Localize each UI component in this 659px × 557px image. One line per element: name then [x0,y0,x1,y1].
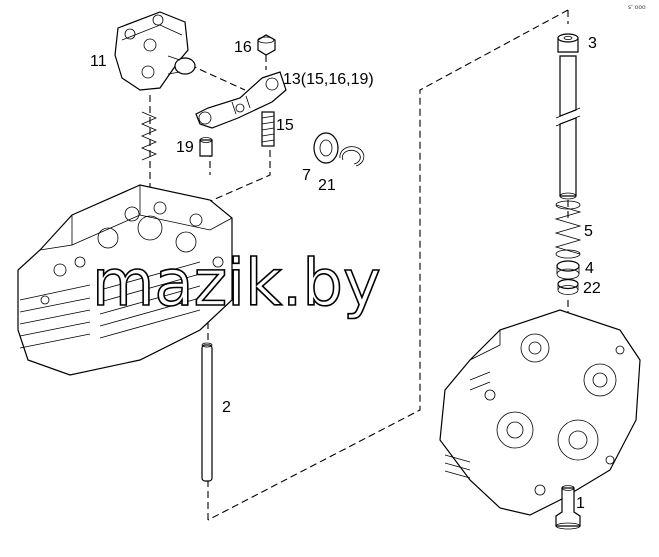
label-11: 11 [90,53,107,70]
part-7-washer [313,132,339,164]
label-21: 21 [318,177,336,194]
label-5: 5 [584,223,593,240]
assembly-lines [149,9,569,521]
cylinder-head [17,184,233,376]
gear-housing [439,309,641,516]
part-11-rocker-support [114,11,196,91]
part-21-snap-ring [339,146,365,167]
part-13-rocker-arm [195,71,287,129]
part-16-nut [257,34,276,56]
label-4: 4 [585,260,594,277]
part-1-tappet [555,485,581,530]
corner-mark: s' ooo [628,4,646,11]
label-19: 19 [176,139,194,156]
part-3-cap [557,33,579,53]
part-22-seal [557,278,579,295]
label-3: 3 [588,35,597,52]
part-5-spring [554,200,582,259]
label-2: 2 [222,399,231,416]
label-1: 1 [576,495,585,512]
label-15: 15 [276,117,294,134]
label-22: 22 [583,280,601,297]
label-13: 13(15,16,19) [283,71,374,88]
part-15-adjusting-screw [261,111,275,147]
spring-under-support [140,111,158,161]
label-7: 7 [302,167,311,184]
part-4-seal [556,260,580,280]
label-16: 16 [234,39,252,56]
part-19-plug [199,137,213,157]
push-rod-tube [555,55,581,200]
watermark-text: mazik.by [92,247,381,321]
part-2-push-rod [201,342,213,482]
